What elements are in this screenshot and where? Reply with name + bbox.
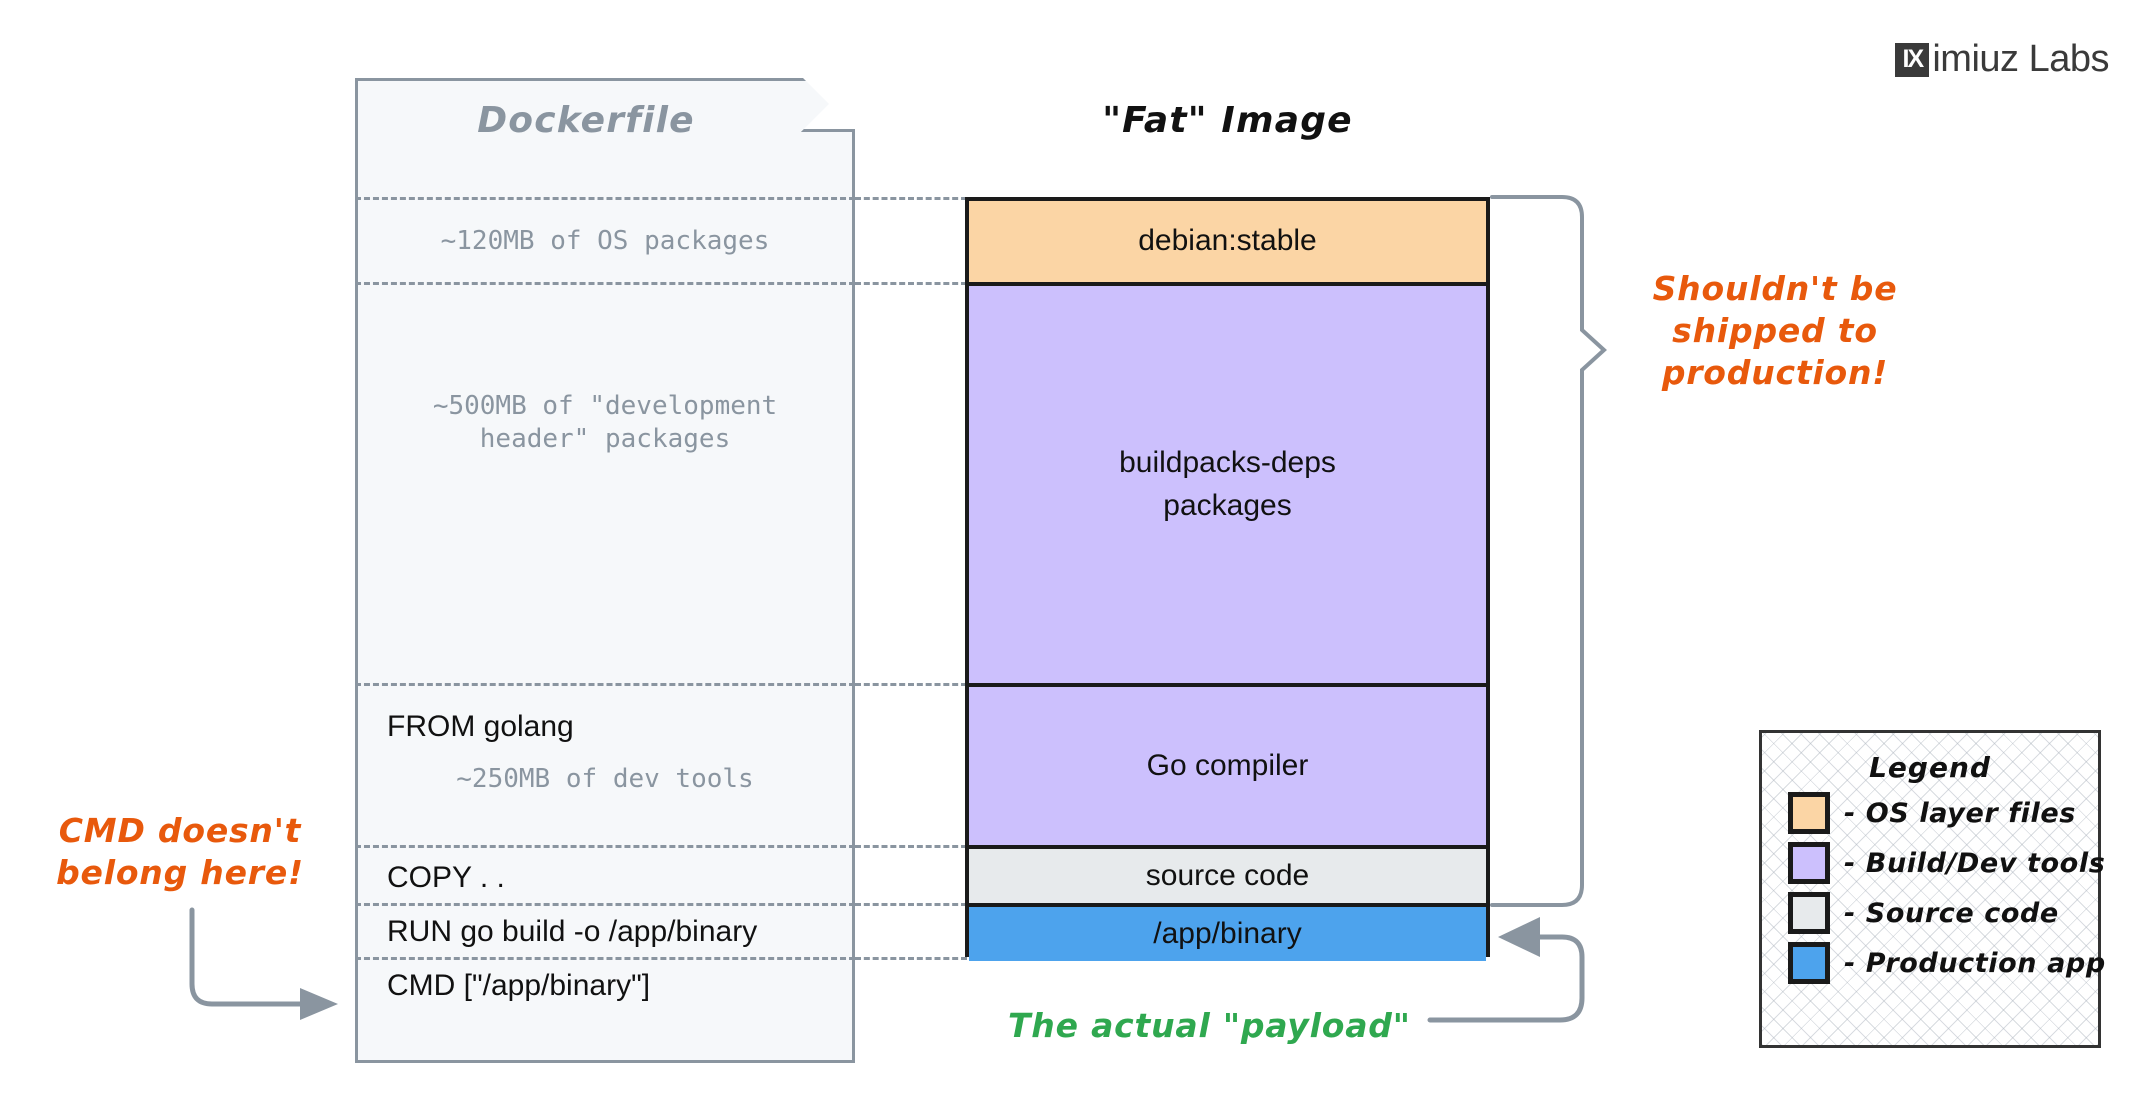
dockerfile-line-run-go-build: RUN go build -o /app/binary: [387, 915, 758, 948]
legend-item-production-app: - Production app: [1788, 942, 2105, 984]
brand-name: imiuz Labs: [1932, 38, 2109, 80]
annotation-cmd-warning: CMD doesn't belong here!: [56, 811, 304, 893]
dockerfile-divider: [355, 197, 855, 200]
dockerfile-note-dev-headers: ~500MB of "development header" packages: [432, 391, 778, 455]
legend-swatch-app-icon: [1788, 942, 1830, 984]
dockerfile-title: Dockerfile: [477, 100, 695, 141]
connector-dashed: [855, 197, 967, 200]
legend-item-source-code: - Source code: [1788, 892, 2098, 934]
layer-source-code: source code: [969, 849, 1486, 907]
layer-go-compiler: Go compiler: [969, 687, 1486, 849]
connector-dashed: [855, 903, 967, 906]
layer-app-binary: /app/binary: [969, 907, 1486, 961]
legend-label: - Source code: [1844, 897, 2059, 929]
legend-label: - Build/Dev tools: [1844, 847, 2106, 879]
legend-label: - OS layer files: [1844, 797, 2076, 829]
legend-swatch-source-icon: [1788, 892, 1830, 934]
annotation-production-warning: Shouldn't be shipped to production!: [1652, 269, 1898, 393]
image-layer-stack: debian:stable buildpacks-deps packages G…: [965, 197, 1490, 961]
annotation-payload-note: The actual "payload": [1008, 1006, 1411, 1045]
arrow-cmd-warning-head: [300, 988, 338, 1020]
connector-dashed: [855, 683, 967, 686]
connector-dashed: [855, 282, 967, 285]
arrow-payload-head: [1498, 917, 1540, 957]
legend-swatch-os-icon: [1788, 792, 1830, 834]
connector-dashed: [855, 845, 967, 848]
dockerfile-panel: ~120MB of OS packages ~500MB of "develop…: [355, 78, 855, 1063]
legend-item-build-dev-tools: - Build/Dev tools: [1788, 842, 2105, 884]
dockerfile-note-dev-tools: ~250MB of dev tools: [456, 764, 754, 794]
dockerfile-divider: [355, 903, 855, 906]
fat-image-title: "Fat" Image: [1102, 100, 1353, 141]
legend-title: Legend: [1869, 751, 1991, 784]
dockerfile-divider: [355, 957, 855, 960]
legend-item-os-layer-files: - OS layer files: [1788, 792, 2098, 834]
brace-not-for-production: [1490, 195, 1607, 907]
legend-label: - Production app: [1844, 947, 2106, 979]
dockerfile-sheet: [355, 78, 855, 1063]
dockerfile-divider: [355, 282, 855, 285]
arrow-cmd-warning-line: [189, 907, 303, 1007]
layer-debian-stable: debian:stable: [969, 201, 1486, 286]
dockerfile-line-cmd: CMD ["/app/binary"]: [387, 969, 651, 1002]
dockerfile-divider: [355, 845, 855, 848]
legend-panel: Legend - OS layer files - Build/Dev tool…: [1759, 730, 2105, 1048]
brand-logo: IX imiuz Labs: [1895, 38, 2109, 81]
dockerfile-line-copy: COPY . .: [387, 861, 505, 894]
connector-dashed: [855, 957, 967, 960]
legend-swatch-build-icon: [1788, 842, 1830, 884]
dockerfile-line-from-golang: FROM golang: [387, 710, 574, 743]
dockerfile-divider: [355, 683, 855, 686]
dockerfile-note-os-packages: ~120MB of OS packages: [440, 226, 770, 256]
layer-buildpacks-deps: buildpacks-deps packages: [969, 286, 1486, 687]
imiuz-logo-icon: IX: [1895, 42, 1930, 77]
